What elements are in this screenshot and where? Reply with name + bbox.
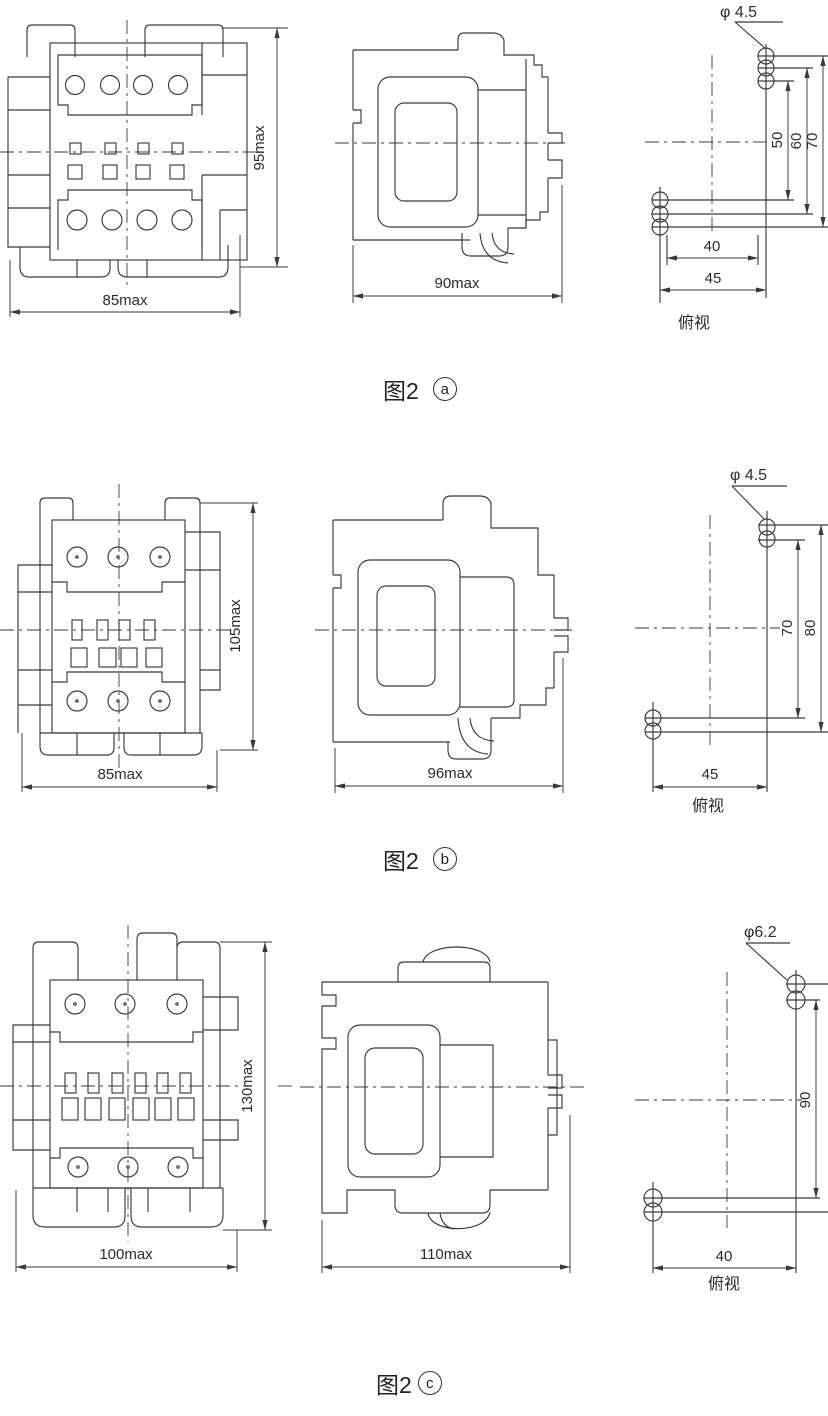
figure-a-side-view: 90max — [335, 32, 568, 303]
caption-text-c: 图2 — [376, 1372, 412, 1398]
front-dimensions: 105max 85max — [21, 502, 258, 792]
figure-caption-a: 图2 a — [383, 372, 457, 406]
width-dim-label: 100max — [99, 1246, 153, 1263]
top-view-label: 俯视 — [708, 1275, 740, 1293]
hdim-45-label: 45 — [705, 270, 722, 287]
mounting-holes — [651, 21, 828, 303]
hole-diameter-label: φ6.2 — [744, 924, 777, 941]
width-dim-label: 85max — [102, 292, 148, 309]
figure-caption-c: 图2 c — [376, 1366, 442, 1400]
mounting-holes — [644, 485, 828, 792]
caption-letter-b: b — [440, 850, 449, 868]
width-dim-label: 85max — [97, 766, 143, 783]
figure-c-side-view: 110max — [300, 946, 585, 1273]
figure-a-front-view: 95max 85max — [0, 20, 288, 317]
vdim-80-label: 80 — [802, 620, 819, 637]
figure-b-front-view: 105max 85max — [0, 484, 258, 792]
top-dimensions: 90 40 — [652, 999, 819, 1271]
height-dim-label: 105max — [227, 599, 244, 653]
top-dimensions: 70 80 45 — [652, 524, 824, 790]
top-centerlines — [645, 55, 772, 235]
side-outline — [332, 495, 569, 760]
vdim-90-label: 90 — [797, 1092, 814, 1109]
figure-b-side-view: 96max — [315, 495, 575, 793]
figure-b-top-view: 70 80 45 φ 4.5 俯视 — [635, 467, 828, 815]
figure-a-top-view: 50 60 70 40 45 φ 4.5 俯视 — [645, 4, 828, 332]
caption-circled-letter-c: c — [417, 1371, 442, 1395]
side-dimensions: 96max — [334, 658, 564, 793]
caption-text-b: 图2 — [383, 848, 419, 874]
height-dim-label: 95max — [251, 125, 268, 171]
figure-c-top-view: 90 40 φ6.2 俯视 — [635, 924, 828, 1293]
front-dimensions: 130max 100max — [15, 941, 272, 1272]
side-outline — [352, 32, 563, 264]
vdim-70-label: 70 — [779, 620, 796, 637]
vdim-50-label: 50 — [769, 132, 786, 149]
depth-dim-label: 110max — [420, 1246, 473, 1263]
depth-dim-label: 96max — [427, 765, 473, 782]
side-dimensions: 90max — [352, 185, 563, 303]
hdim-40-label: 40 — [716, 1248, 733, 1265]
top-view-label: 俯视 — [678, 314, 710, 332]
caption-letter-a: a — [440, 380, 449, 398]
top-dimensions: 50 60 70 40 45 — [659, 55, 826, 293]
vdim-70-label: 70 — [804, 133, 821, 150]
front-outline — [12, 932, 239, 1228]
top-centerlines — [635, 515, 780, 745]
front-outline — [7, 24, 248, 278]
hole-diameter-label: φ 4.5 — [720, 4, 757, 21]
front-outline — [17, 497, 221, 756]
mounting-holes — [643, 942, 828, 1273]
front-centerlines — [0, 484, 234, 772]
front-centerlines — [0, 20, 257, 287]
front-centerlines — [0, 925, 292, 1242]
caption-letter-c: c — [426, 1374, 434, 1392]
height-dim-label: 130max — [239, 1059, 256, 1113]
caption-circled-letter-b: b — [432, 847, 457, 871]
front-dimensions: 95max 85max — [9, 27, 288, 317]
vdim-60-label: 60 — [788, 133, 805, 150]
depth-dim-label: 90max — [434, 275, 480, 292]
figure-caption-b: 图2 b — [383, 842, 457, 876]
top-view-label: 俯视 — [692, 797, 724, 815]
hdim-45-label: 45 — [702, 766, 719, 783]
side-dimensions: 110max — [321, 1115, 571, 1273]
top-centerlines — [635, 972, 802, 1228]
caption-circled-letter-a: a — [432, 377, 457, 401]
figure-c-front-view: 130max 100max — [0, 925, 292, 1272]
side-outline — [321, 946, 563, 1230]
caption-text-a: 图2 — [383, 378, 419, 404]
hole-diameter-label: φ 4.5 — [730, 467, 767, 484]
hdim-40-label: 40 — [704, 238, 721, 255]
